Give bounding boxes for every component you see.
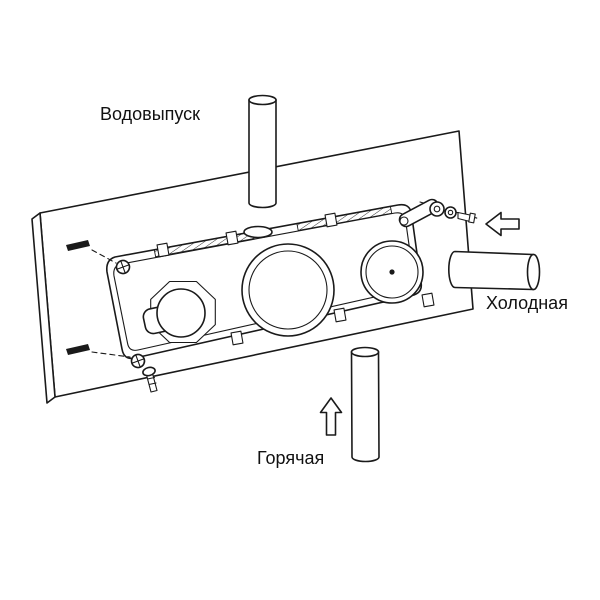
clip	[156, 242, 170, 258]
left-valve-port	[142, 280, 216, 344]
clip	[333, 307, 347, 323]
clip	[421, 292, 435, 308]
rail-hatch-right	[296, 205, 393, 231]
label-cold: Холодная	[486, 293, 568, 313]
clip	[324, 212, 338, 228]
clip	[225, 230, 239, 246]
water-outlet-pipe	[248, 94, 277, 209]
hot-inlet-arrow-icon	[319, 397, 343, 436]
cold-inlet-arrow-icon	[485, 211, 520, 237]
mounting-bracket	[398, 198, 481, 228]
phillips-screw	[130, 353, 146, 369]
cold-water-pipe	[448, 250, 541, 291]
clip	[230, 330, 244, 346]
fixing-screws	[91, 249, 158, 393]
corner-screw	[142, 366, 158, 393]
label-water-outlet: Водовыпуск	[100, 104, 200, 124]
anchor-bars	[66, 240, 90, 355]
top-port-hole	[243, 225, 273, 239]
phillips-screw	[115, 259, 131, 275]
hot-water-pipe	[350, 346, 380, 463]
right-valve-control	[360, 240, 424, 304]
center-valve-control	[241, 243, 335, 337]
label-hot: Горячая	[257, 448, 324, 468]
